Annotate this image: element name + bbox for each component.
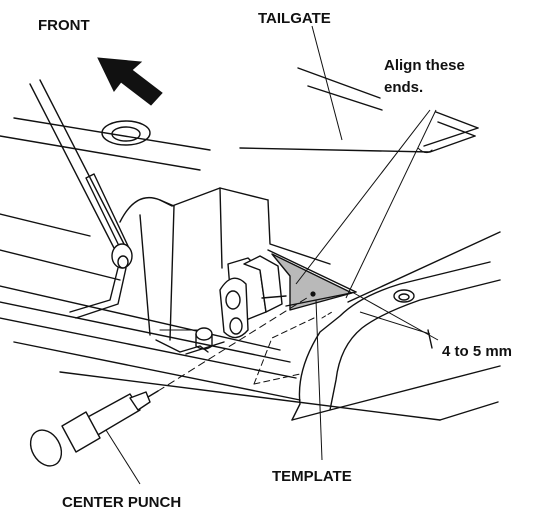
template-leader-line — [315, 299, 323, 461]
front-label: FRONT — [38, 17, 90, 34]
tailgate-label: TAILGATE — [258, 10, 331, 27]
taillight — [253, 231, 501, 421]
tailgate-panel — [239, 67, 479, 154]
measurement-label: 4 to 5 mm — [442, 343, 512, 360]
punch-point — [310, 291, 316, 297]
bottom-bolt — [185, 327, 225, 355]
latch-rod — [29, 79, 133, 319]
tailgate-leader-line — [311, 25, 343, 141]
center-punch-label: CENTER PUNCH — [62, 494, 181, 511]
align-label-line1: Align these — [384, 57, 465, 74]
striker-lock — [219, 255, 287, 339]
bed-sill — [0, 117, 441, 421]
front-arrow-icon — [97, 57, 163, 106]
align-label-line2: ends. — [384, 79, 423, 96]
center-punch-leader-line — [105, 429, 141, 485]
align-leader-line-1 — [295, 109, 431, 285]
measurement-dimension — [351, 291, 439, 349]
center-punch-tool — [29, 295, 311, 467]
template-sheet — [271, 253, 353, 311]
template-label: TEMPLATE — [272, 468, 352, 485]
align-leader-line-2 — [345, 109, 437, 299]
